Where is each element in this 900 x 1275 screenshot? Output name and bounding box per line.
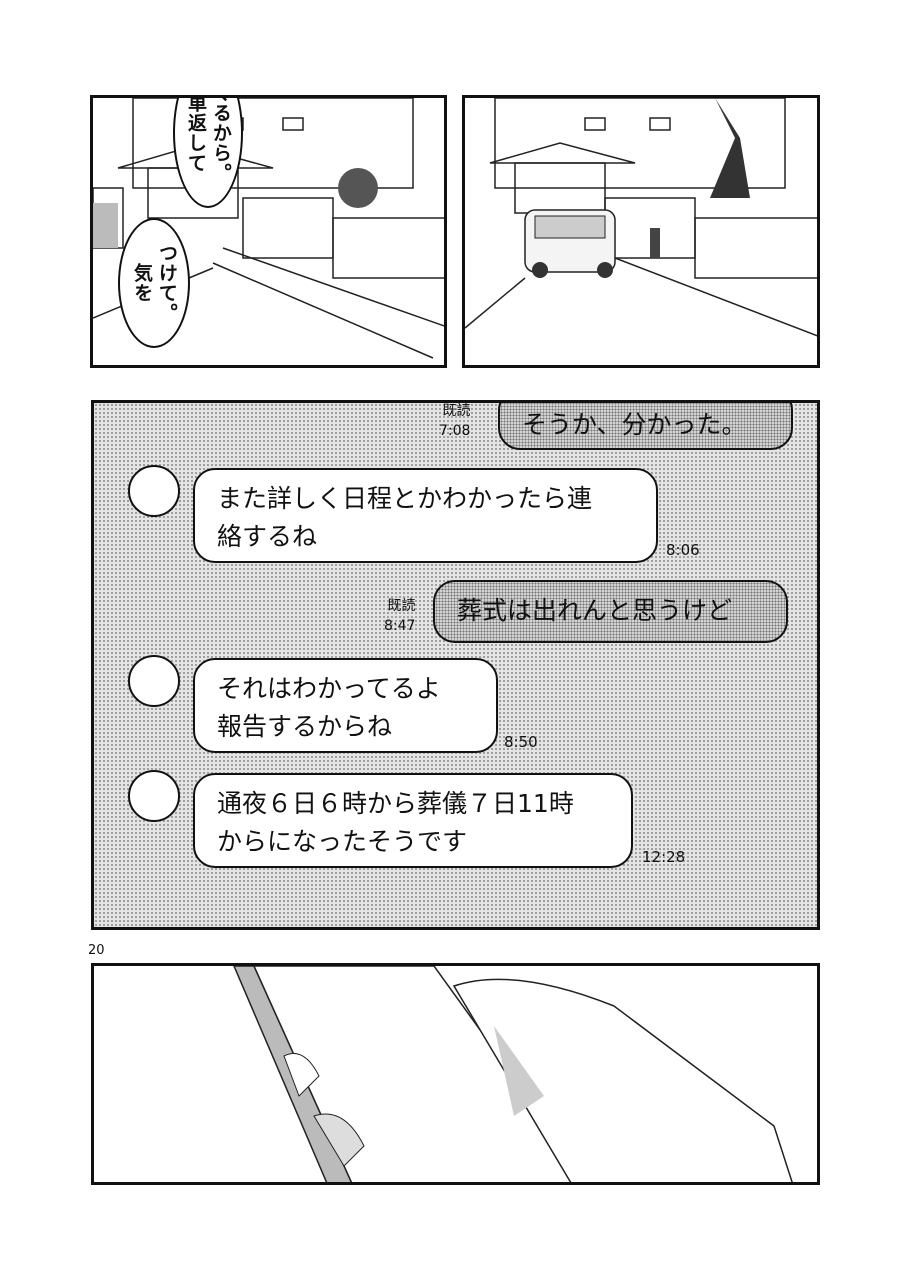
speech-text: 気を (131, 263, 153, 303)
speech-text: くるから。 (209, 95, 232, 183)
read-label: 既読 (442, 403, 471, 419)
panel-street-left: 車返して くるから。 気を つけて。 (90, 95, 447, 368)
message-time: 8:06 (666, 541, 700, 559)
contact-avatar (128, 465, 180, 517)
message-time: 8:47 (384, 618, 416, 634)
chat-bubble-outgoing: 葬式は出れんと思うけど (433, 580, 788, 643)
chat-bubble-outgoing: そうか、分かった。 (498, 403, 793, 450)
chat-bubble-incoming: また詳しく日程とかわかったら連 絡するね (193, 468, 658, 563)
street-car-illustration (465, 98, 817, 337)
read-status: 既読 7:08 (439, 403, 471, 441)
read-status: 既読 8:47 (384, 596, 415, 636)
page-number: 20 (88, 943, 105, 958)
speech-bubble: 気を つけて。 (118, 218, 190, 348)
panel-street-right (462, 95, 820, 368)
contact-avatar (128, 770, 180, 822)
street-scene-illustration (93, 98, 444, 359)
chat-bubble-incoming: それはわかってるよ 報告するからね (193, 658, 498, 753)
hand-holding-phone-illustration (233, 966, 793, 1182)
chat-screen-panel: 既読 7:08 そうか、分かった。 また詳しく日程とかわかったら連 絡するね 8… (91, 400, 820, 930)
read-label: 既読 (387, 598, 416, 614)
message-time: 8:50 (504, 733, 538, 751)
speech-text: 車返して (185, 95, 207, 173)
message-time: 12:28 (642, 848, 686, 866)
speech-text: つけて。 (155, 243, 178, 323)
chat-bubble-incoming: 通夜６日６時から葬儀７日11時 からになったそうです (193, 773, 633, 868)
contact-avatar (128, 655, 180, 707)
panel-hand-phone (91, 963, 820, 1185)
message-time: 7:08 (439, 423, 471, 439)
